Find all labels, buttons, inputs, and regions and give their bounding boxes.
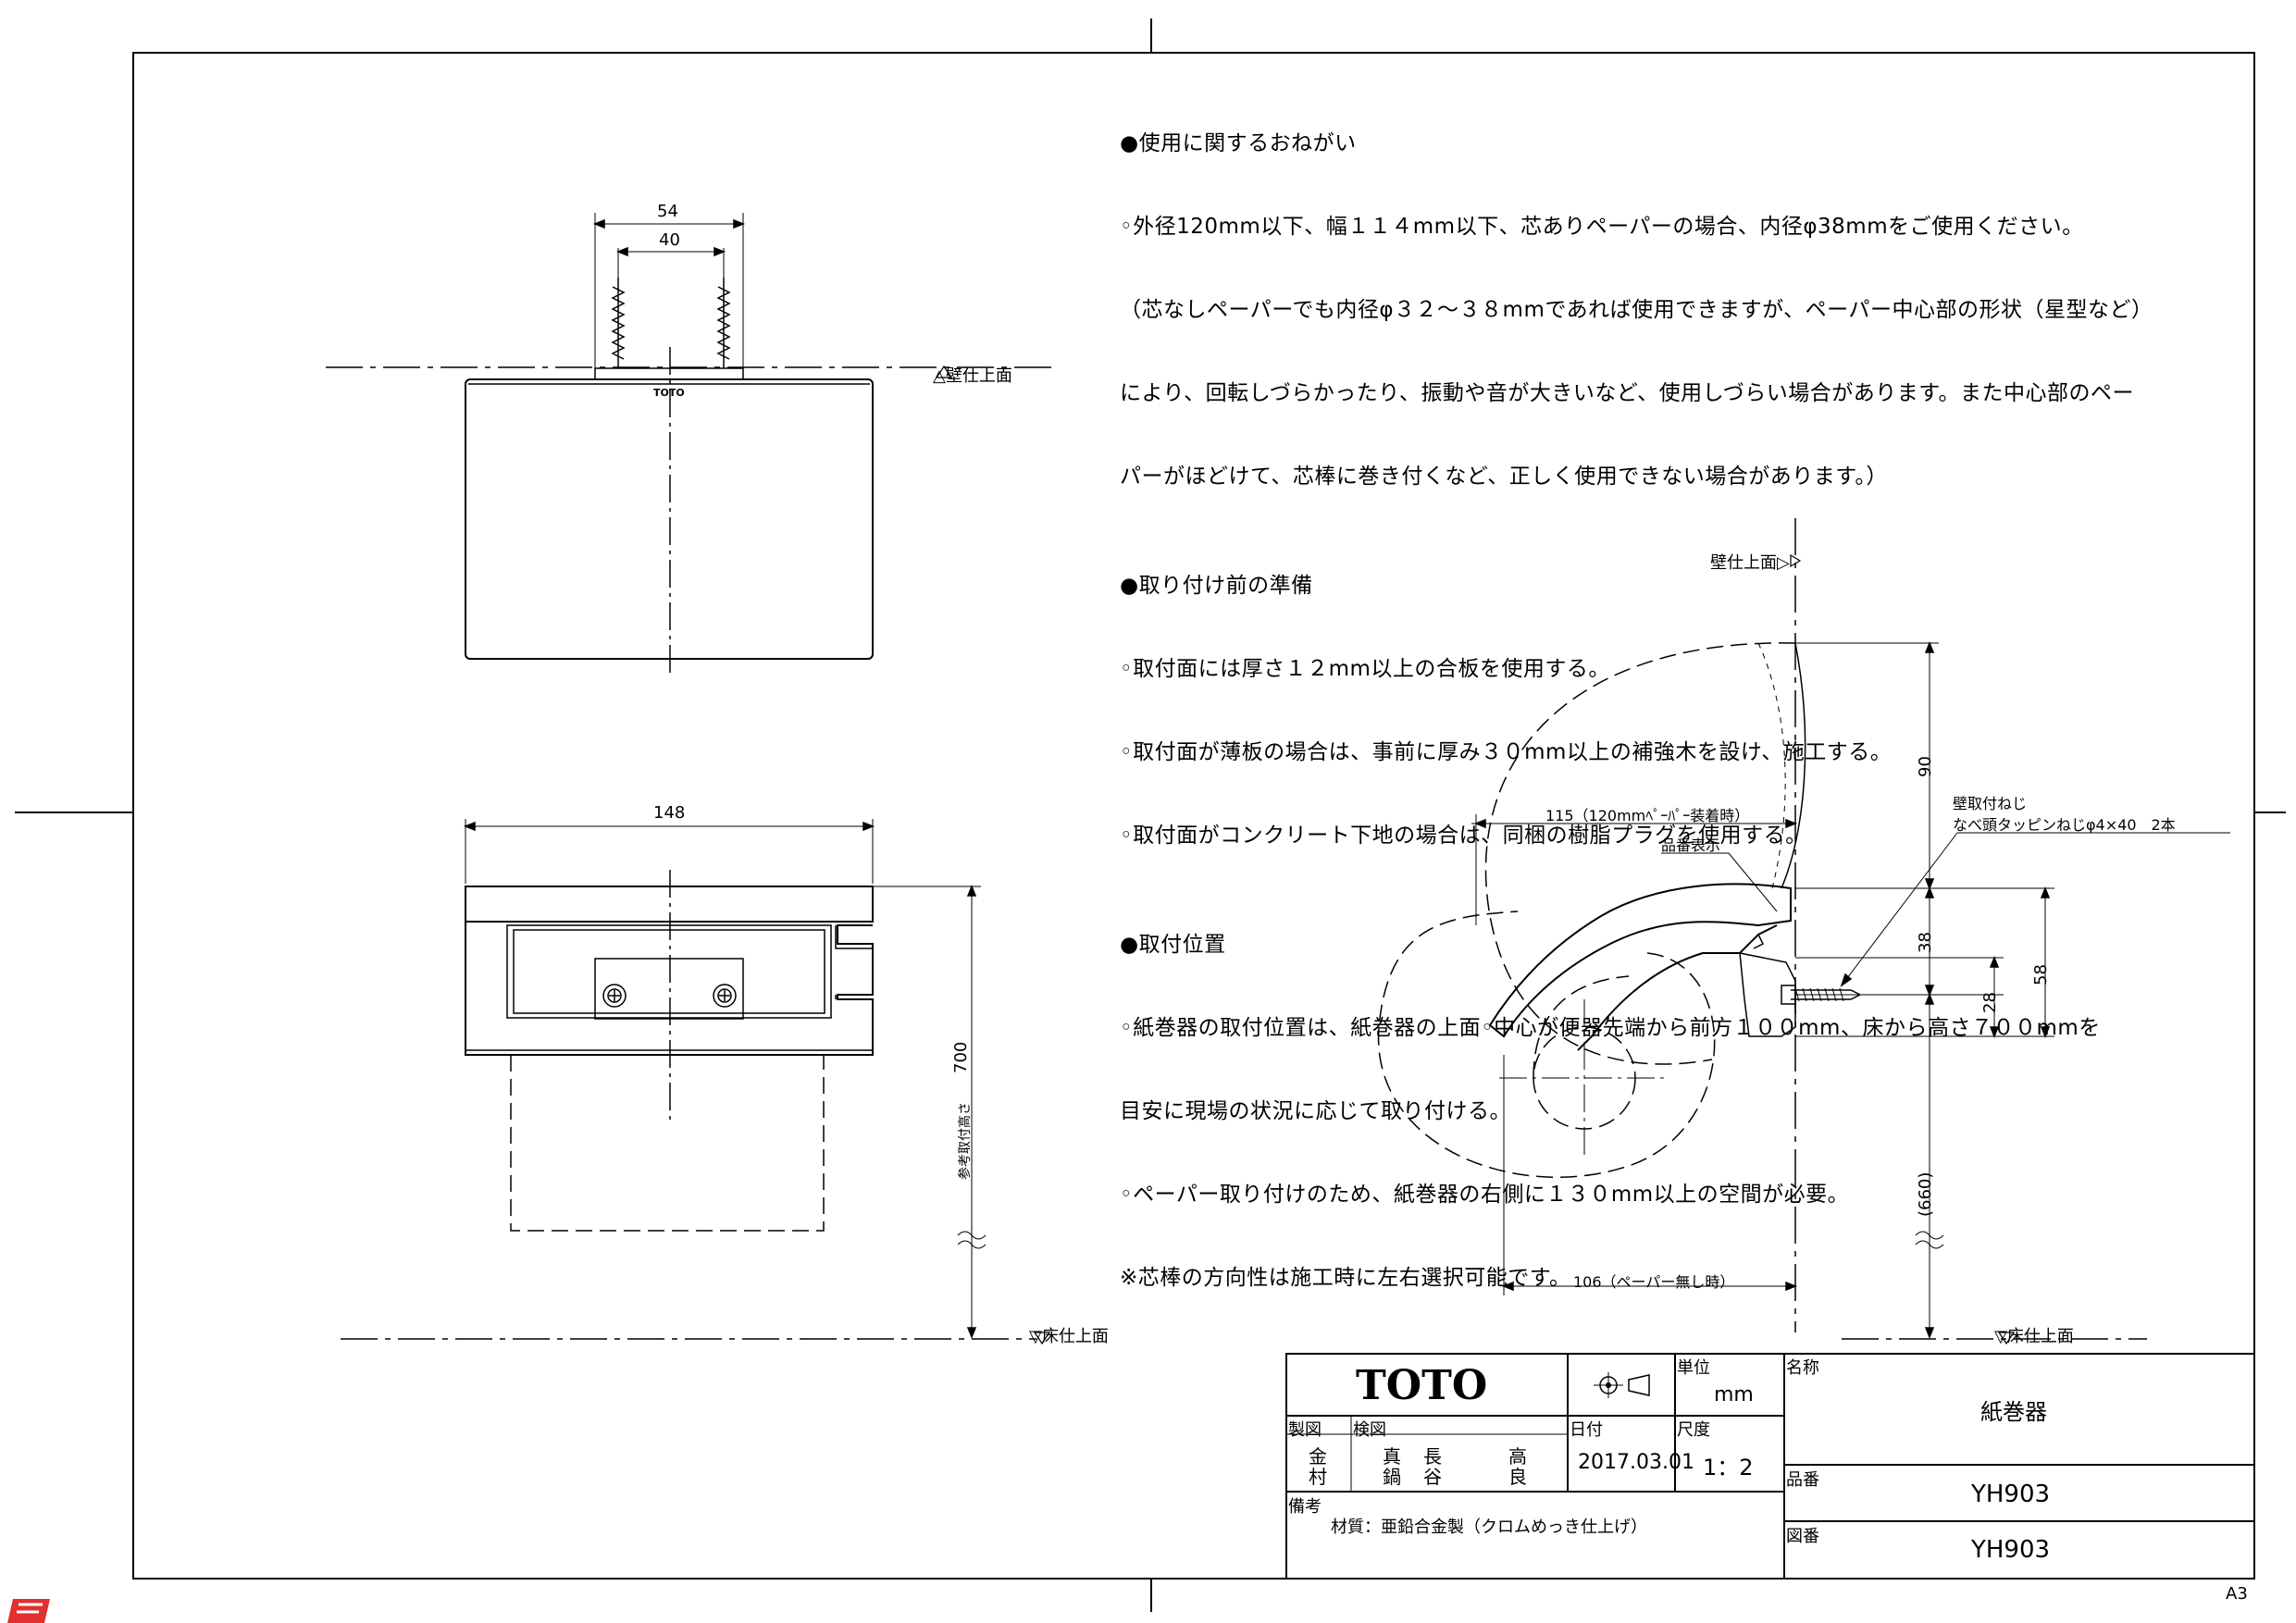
prep-line: ◦取付面には厚さ１２mm以上の合板を使用する。	[1120, 657, 1610, 681]
check-name: 高	[1508, 1445, 1527, 1468]
brand-mark: TOTO	[653, 387, 685, 399]
dim-28: 28	[1980, 992, 2000, 1013]
scale-label: 尺度	[1677, 1420, 1710, 1440]
sheet-size: A3	[2226, 1584, 2248, 1604]
height-note: 参考取付高さ	[958, 1102, 973, 1180]
dim-660: (660)	[1916, 1171, 1935, 1217]
pos-title: ●取付位置	[1120, 933, 1226, 957]
dim-58: 58	[2031, 964, 2051, 985]
name-label: 名称	[1786, 1358, 1819, 1378]
dim-106: 106（ペーパー無し時）	[1573, 1273, 1735, 1291]
usage-line: により、回転しづらかったり、振動や音が大きいなど、使用しづらい場合があります。ま…	[1120, 381, 2134, 405]
check-name: 谷	[1423, 1466, 1442, 1488]
dim-38: 38	[1916, 932, 1935, 953]
scale-value: 1：2	[1703, 1455, 1754, 1481]
floor-finish-label-side: ▽床仕上面	[1994, 1327, 2074, 1346]
check-name: 真	[1383, 1445, 1401, 1468]
pos-line: 目安に現場の状況に応じて取り付ける。	[1120, 1099, 1511, 1123]
title-block	[1285, 1353, 2255, 1580]
prep-title: ●取り付け前の準備	[1120, 574, 1313, 598]
screw-spec-label: なべ頭タッピンねじφ4×40 2本	[1953, 816, 2176, 834]
pos-line: ◦ペーパー取り付けのため、紙巻器の右側に１３０mm以上の空間が必要。	[1120, 1183, 1850, 1207]
pos-line: ※芯棒の方向性は施工時に左右選択可能です。	[1120, 1266, 1571, 1290]
drawing-label: 図番	[1786, 1527, 1819, 1546]
remarks-label: 備考	[1288, 1497, 1322, 1517]
name-value: 紙巻器	[1980, 1399, 2047, 1425]
part-value: YH903	[1971, 1481, 2051, 1508]
usage-title: ●使用に関するおねがい	[1120, 131, 1357, 155]
top-view	[326, 213, 1055, 675]
drawn-label: 製図	[1288, 1420, 1322, 1440]
check-label: 検図	[1353, 1420, 1386, 1440]
floor-finish-label: ▽床仕上面	[1029, 1327, 1109, 1346]
front-view	[341, 819, 1051, 1345]
prep-line: ◦取付面がコンクリート下地の場合は、同梱の樹脂プラグを使用する。	[1120, 824, 1807, 848]
wall-finish-label: △壁仕上面	[933, 366, 1012, 386]
date-value: 2017.03.01	[1578, 1451, 1694, 1474]
drawing-value: YH903	[1971, 1536, 2051, 1564]
side-view	[1377, 518, 2230, 1345]
wall-finish-label-side: 壁仕上面▷	[1710, 553, 1790, 573]
installation-notes: ●使用に関するおねがい ◦外径120mm以下、幅１１４mm以下、芯ありペーパーの…	[1120, 74, 2230, 1319]
remarks-value: 材質：亜鉛合金製（クロムめっき仕上げ）	[1331, 1518, 1647, 1537]
prep-line: ◦取付面が薄板の場合は、事前に厚み３０mm以上の補強木を設け、施工する。	[1120, 740, 1893, 764]
dim-700: 700	[951, 1041, 971, 1073]
date-label: 日付	[1570, 1420, 1603, 1440]
unit-value: mm	[1714, 1383, 1754, 1406]
part-label: 品番	[1786, 1470, 1819, 1490]
drawn-name: 村	[1309, 1466, 1327, 1488]
check-name: 鍋	[1383, 1466, 1401, 1488]
sheet-border	[132, 52, 2255, 1580]
check-name: 良	[1508, 1466, 1527, 1488]
usage-line: パーがほどけて、芯棒に巻き付くなど、正しく使用できない場合があります。）	[1120, 465, 1888, 489]
dim-90: 90	[1916, 756, 1935, 777]
title-brand: TOTO	[1356, 1362, 1488, 1409]
product-number-label: 品番表示	[1661, 836, 1721, 854]
dim-115: 115（120mmﾍﾟｰﾊﾟｰ装着時）	[1545, 807, 1750, 824]
dim-148: 148	[653, 803, 686, 823]
dim-54: 54	[657, 202, 678, 221]
usage-line: （芯なしペーパーでも内径φ３２～３８mmであれば使用できますが、ペーパー中心部の…	[1120, 298, 2153, 322]
check-name: 長	[1423, 1445, 1442, 1468]
pos-line: ◦紙巻器の取付位置は、紙巻器の上面◦中心が便器先端から前方１００mm、床から高さ…	[1120, 1016, 2101, 1040]
dim-40: 40	[659, 230, 680, 250]
wall-screw-label: 壁取付ねじ	[1953, 795, 2028, 812]
drawn-name: 金	[1309, 1445, 1327, 1468]
usage-line: ◦外径120mm以下、幅１１４mm以下、芯ありペーパーの場合、内径φ38mmをご…	[1120, 215, 2084, 239]
unit-label: 単位	[1677, 1358, 1710, 1378]
